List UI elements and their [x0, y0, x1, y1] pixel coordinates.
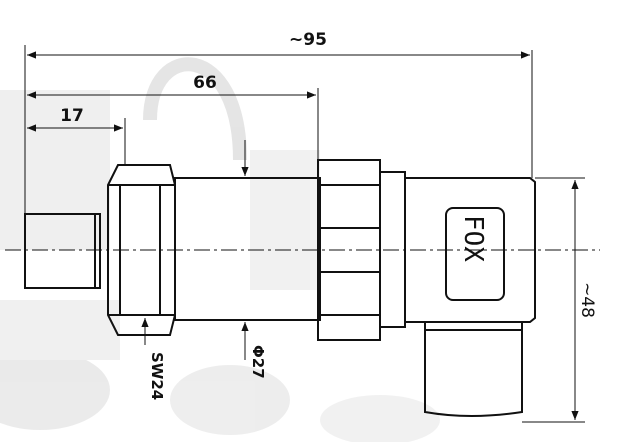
thread-end [24, 213, 101, 289]
dim-body-length: 66 [193, 73, 217, 93]
logo-text: FOX [458, 215, 488, 262]
din-connector [404, 177, 536, 323]
dim-hex-size: SW24 [148, 352, 166, 400]
dim-height: ~48 [577, 282, 597, 318]
dim-thread-length: 17 [60, 106, 84, 126]
sensor-outline [24, 159, 536, 417]
background-photo [0, 57, 440, 442]
dim-overall-length: ~95 [289, 30, 327, 50]
cable-gland [424, 322, 523, 417]
dimension-lines [24, 45, 585, 423]
logo-box [445, 207, 505, 301]
body-tube [174, 177, 321, 321]
dim-body-diameter: Φ27 [249, 345, 267, 379]
